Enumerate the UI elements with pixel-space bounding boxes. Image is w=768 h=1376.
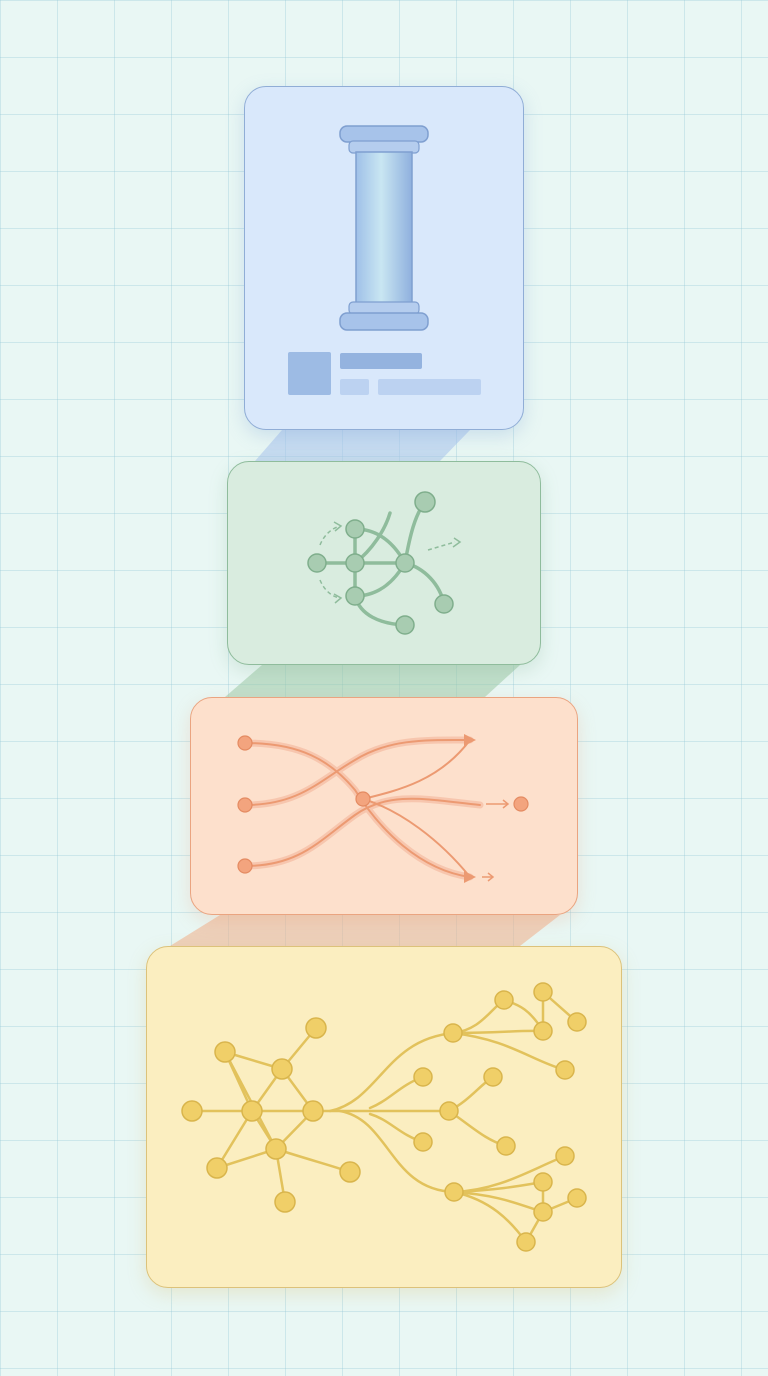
connector-orange-yellow: [170, 915, 560, 946]
text-placeholder-short: [340, 379, 369, 395]
connector-blue-green: [255, 430, 470, 461]
title-placeholder: [340, 353, 422, 369]
connector-green-orange: [225, 665, 520, 697]
text-placeholder-long: [378, 379, 481, 395]
thumbnail-placeholder: [288, 352, 331, 395]
